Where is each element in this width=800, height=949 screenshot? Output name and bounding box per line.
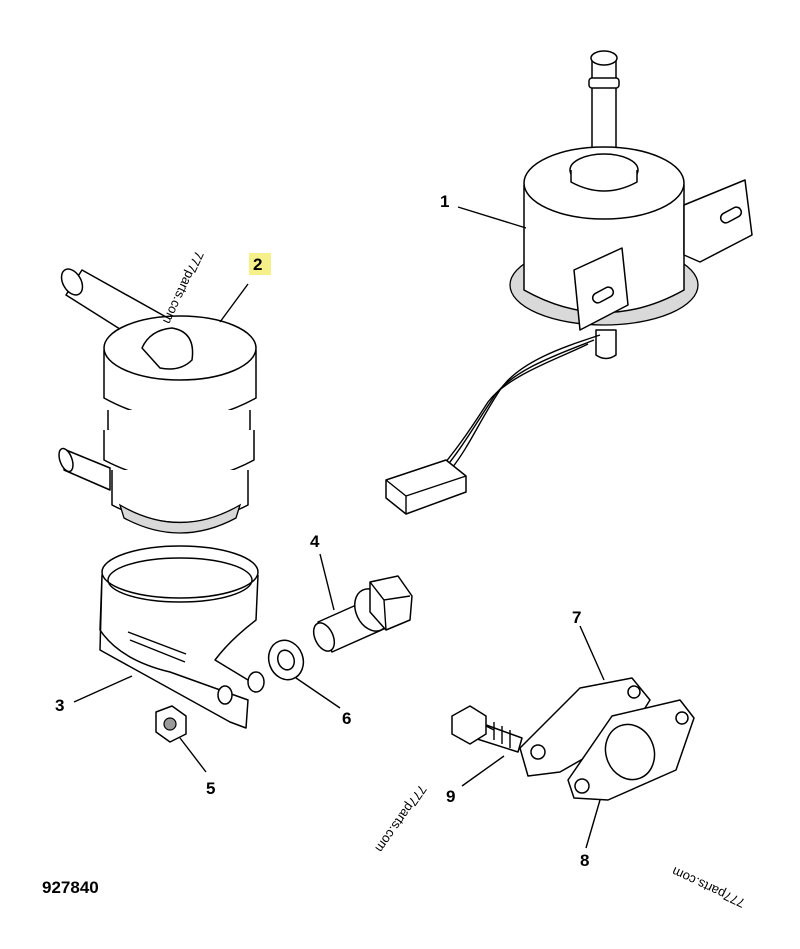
callout-8[interactable]: 8 [580,851,589,870]
callout-2[interactable]: 2 [253,255,262,274]
part-6-washer[interactable] [263,635,309,684]
callout-9[interactable]: 9 [446,787,455,806]
watermark-2: 777parts.com [372,782,429,855]
callout-labels: 1 2 3 4 5 6 7 8 9 [55,192,589,870]
leader-lines [73,206,605,849]
part-1-fuel-pump[interactable] [385,50,753,515]
part-4-bolt[interactable] [310,575,413,654]
part-2-fuel-filter[interactable] [56,265,257,534]
part-9-bolt[interactable] [451,705,523,753]
callout-1[interactable]: 1 [440,192,449,211]
callout-3[interactable]: 3 [55,696,64,715]
callout-6[interactable]: 6 [342,709,351,728]
callout-2-highlight [249,253,271,275]
callout-4[interactable]: 4 [310,532,320,551]
watermark-1: 777parts.com [160,249,207,327]
part-5-nut[interactable] [155,705,187,743]
callout-7[interactable]: 7 [572,608,581,627]
watermark-3: 777parts.com [670,864,748,911]
part-3-clamp[interactable] [99,545,265,729]
callout-5[interactable]: 5 [206,779,215,798]
figure-number: 927840 [42,878,99,897]
part-8-gasket[interactable] [567,699,695,801]
